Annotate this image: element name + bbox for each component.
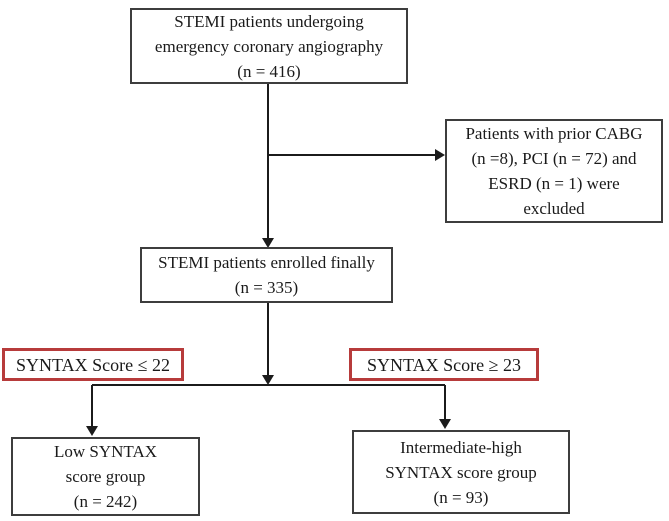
node-text-line: emergency coronary angiography	[154, 36, 384, 56]
connector-to-excluded	[268, 149, 445, 161]
connector-to-low-group	[86, 385, 98, 436]
node-text-line: Patients with prior CABG	[465, 124, 643, 143]
node-text-line: excluded	[523, 199, 585, 218]
node-text-line: ESRD (n = 1) were	[488, 174, 620, 193]
node-enrolled: STEMI patients enrolled finally (n = 335…	[140, 247, 393, 303]
node-text-line: (n = 416)	[237, 61, 301, 81]
arrow-down-icon	[262, 238, 274, 248]
node-intermediate-high-syntax-group: Intermediate-high SYNTAX score group (n …	[352, 430, 570, 514]
arrow-down-icon	[86, 426, 98, 436]
connector-to-intermediate-group	[439, 385, 451, 429]
node-text-line: (n =8), PCI (n = 72) and	[471, 149, 637, 168]
node-text-line: (n = 335)	[234, 278, 299, 297]
arrow-down-icon	[262, 375, 274, 385]
node-stemi-total: STEMI patients undergoing emergency coro…	[130, 8, 408, 84]
arrow-right-icon	[435, 149, 445, 161]
node-text-line: SYNTAX score group	[385, 462, 537, 482]
label-syntax-high-criterion: SYNTAX Score ≥ 23	[349, 348, 539, 381]
node-text-line: score group	[65, 467, 146, 486]
node-text-line: STEMI patients enrolled finally	[158, 253, 375, 272]
node-text-line: Intermediate-high	[400, 437, 522, 457]
node-excluded: Patients with prior CABG (n =8), PCI (n …	[445, 119, 663, 223]
label-text: SYNTAX Score ≥ 23	[367, 354, 521, 375]
node-text-line: Low SYNTAX	[54, 442, 157, 461]
node-text-line: (n = 242)	[73, 492, 138, 511]
node-low-syntax-group: Low SYNTAX score group (n = 242)	[11, 437, 200, 516]
connector-top-to-enrolled	[262, 84, 274, 248]
node-text-line: (n = 93)	[433, 487, 489, 507]
connector-enrolled-to-split	[262, 303, 274, 385]
arrow-down-icon	[439, 419, 451, 429]
node-text-line: STEMI patients undergoing	[174, 11, 364, 31]
label-text: SYNTAX Score ≤ 22	[16, 354, 170, 375]
label-syntax-low-criterion: SYNTAX Score ≤ 22	[2, 348, 184, 381]
